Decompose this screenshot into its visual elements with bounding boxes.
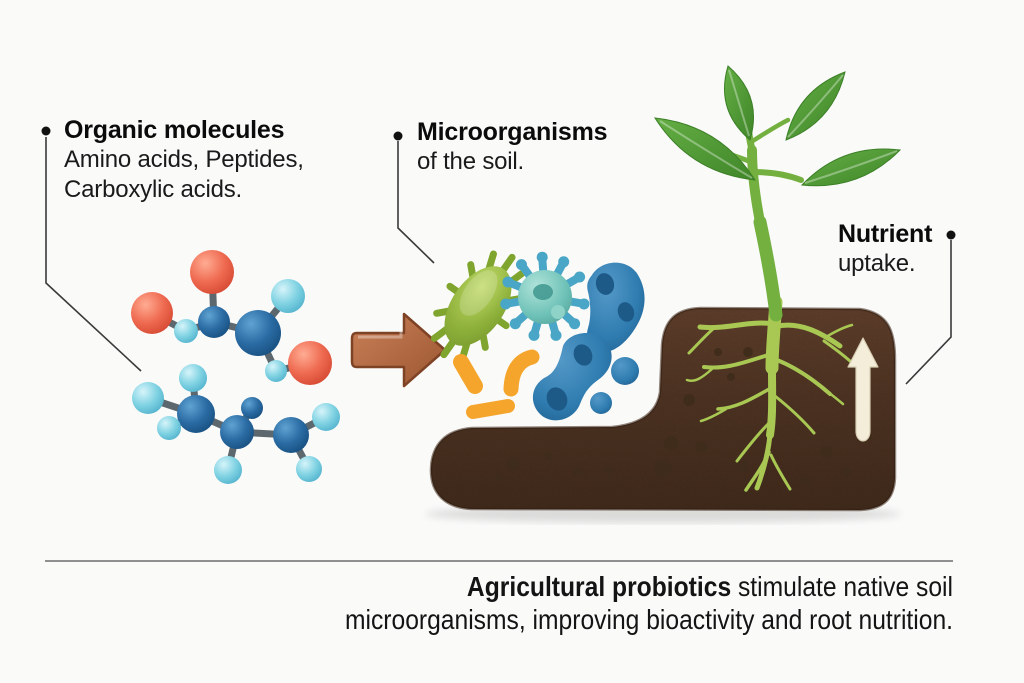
caption-line2: microorganisms, improving bioactivity an… — [344, 604, 953, 635]
ball-and-stick-molecule-illustration — [131, 250, 340, 484]
right-arrow-highlight — [358, 321, 403, 339]
plant-leaves — [654, 65, 902, 187]
seedling-plant-illustration — [654, 65, 902, 322]
nutrient-uptake-line1: uptake. — [838, 250, 916, 277]
caption-line1: Agricultural probiotics stimulate native… — [196, 570, 953, 603]
organic-molecules-line2: Carboxylic acids. — [64, 176, 242, 203]
caption-divider — [45, 560, 953, 562]
nutrient-bullet-dot — [946, 230, 956, 240]
blue-peanut-microbe — [532, 332, 612, 421]
soil-microbes-illustration — [430, 250, 645, 421]
leader-dots — [41, 126, 956, 240]
blue-kidney-microbe — [586, 262, 645, 353]
teal-virus — [500, 251, 590, 341]
molecule-atoms — [131, 250, 340, 484]
blue-small-microbe — [590, 392, 612, 414]
blue-round-microbe — [611, 357, 639, 385]
nutrient-uptake-title: Nutrient — [838, 220, 933, 248]
plant-stem — [707, 108, 804, 322]
microorganisms-bullet-dot — [393, 131, 403, 141]
organic-molecules-line1: Amino acids, Peptides, — [64, 146, 304, 173]
annotation-microorganisms: Microorganisms of the soil. — [417, 117, 608, 177]
microorganisms-title: Microorganisms — [417, 118, 608, 146]
orange-rod-microbes — [453, 349, 540, 419]
right-arrow-icon — [350, 312, 447, 388]
organic-molecules-title: Organic molecules — [64, 116, 285, 144]
leader-lines — [45, 137, 952, 385]
caption-bold-lead: Agricultural probiotics — [466, 571, 732, 602]
microorganisms-line1: of the soil. — [417, 148, 524, 175]
caption: Agricultural probiotics stimulate native… — [196, 570, 953, 636]
caption-line1-rest: stimulate native soil — [731, 571, 953, 602]
green-bacterium — [430, 250, 526, 362]
leaf-veins — [659, 69, 898, 184]
up-arrow-icon — [847, 337, 879, 442]
organic-bullet-dot — [41, 126, 51, 136]
annotation-organic-molecules: Organic molecules Amino acids, Peptides,… — [64, 115, 304, 205]
annotation-nutrient-uptake: Nutrient uptake. — [838, 219, 932, 279]
